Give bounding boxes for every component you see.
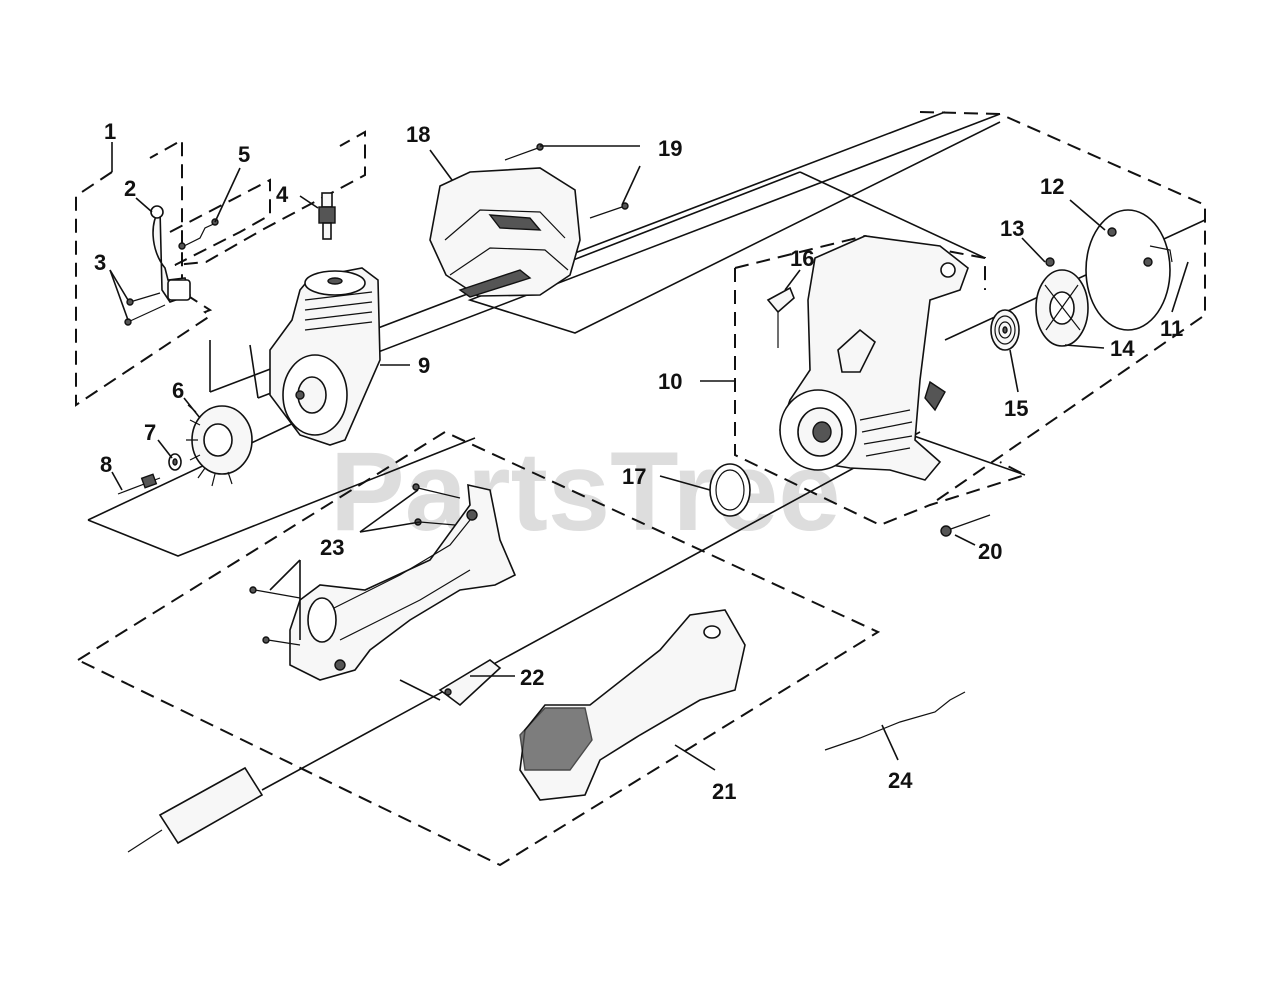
screw-20	[940, 514, 991, 537]
callout-8: 8	[100, 452, 112, 477]
callout-18: 18	[406, 122, 430, 147]
fan-housing	[779, 235, 969, 481]
callout-24: 24	[888, 768, 913, 793]
assembly-line-shaft-box	[87, 437, 476, 557]
callout-4: 4	[276, 182, 289, 207]
choke-key	[766, 286, 795, 348]
group-21-boundary	[77, 430, 881, 867]
engine-cylinder	[269, 267, 381, 446]
callout-12: 12	[1040, 174, 1064, 199]
throttle-switch	[438, 659, 502, 707]
upper-housing	[429, 167, 581, 298]
starter-cover-plate	[1085, 209, 1173, 331]
callout-15: 15	[1004, 396, 1028, 421]
callout-22: 22	[520, 665, 544, 690]
hose-clamp	[709, 463, 751, 517]
assembly-line-22	[399, 679, 441, 701]
callout-2: 2	[124, 176, 136, 201]
assembly-line-upper-2	[257, 113, 1001, 399]
callout-20: 20	[978, 539, 1002, 564]
callout-10: 10	[658, 369, 682, 394]
watermark: PartsTree	[330, 429, 841, 554]
group-19-boundary	[919, 111, 1206, 506]
ignition-coil	[150, 205, 191, 303]
callout-7: 7	[144, 420, 156, 445]
handle-screws-23	[249, 483, 461, 646]
assembly-line-tube	[261, 431, 921, 791]
assembly-line-shaft	[87, 419, 301, 521]
callout-14: 14	[1110, 336, 1135, 361]
callout-3: 3	[94, 250, 106, 275]
callout-23: 23	[320, 535, 344, 560]
callout-17: 17	[622, 464, 646, 489]
bolt-8	[117, 473, 161, 495]
wire-clip	[178, 218, 219, 250]
callout-13: 13	[1000, 216, 1024, 241]
callout-6: 6	[172, 378, 184, 403]
drive-tube	[127, 766, 264, 853]
starter-pulley	[1035, 257, 1089, 347]
callout-1: 1	[104, 119, 116, 144]
flywheel	[186, 404, 253, 487]
callout-9: 9	[418, 353, 430, 378]
assembly-line-vertical-2	[249, 344, 259, 399]
callout-5: 5	[238, 142, 250, 167]
callout-16: 16	[790, 246, 814, 271]
callout-21: 21	[712, 779, 736, 804]
group-1-boundary	[75, 138, 213, 407]
callout-11: 11	[1160, 316, 1183, 341]
assembly-line-housing	[467, 121, 1001, 334]
recoil-spring	[990, 309, 1020, 351]
assembly-line-top	[799, 171, 986, 259]
throttle-cable	[824, 691, 966, 751]
handle-housing-23	[289, 483, 517, 681]
spark-plug	[318, 192, 336, 240]
coil-screws	[124, 292, 166, 326]
group-5-boundary	[169, 130, 366, 266]
group-10-top	[734, 234, 986, 290]
callout-leaders	[109, 142, 1189, 771]
rear-handle	[519, 609, 746, 801]
callout-19: 19	[658, 136, 682, 161]
